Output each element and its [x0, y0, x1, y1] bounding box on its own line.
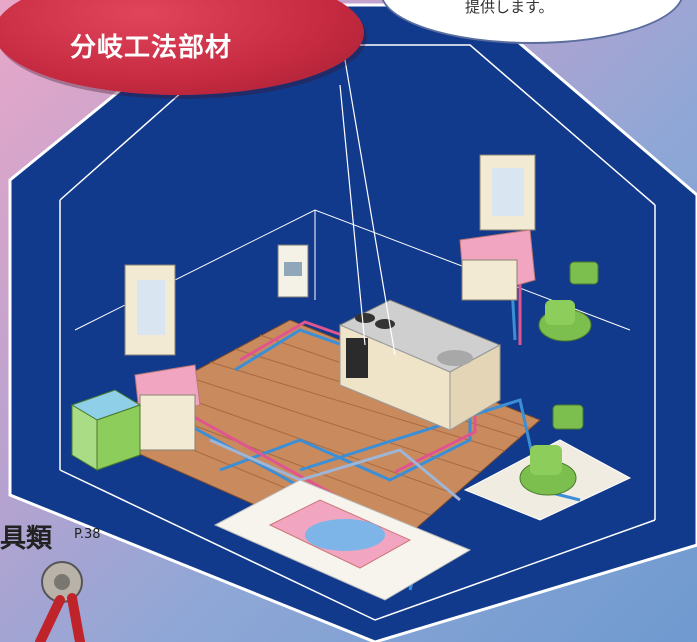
- water-heater-icon: [277, 244, 309, 298]
- tools-label: 具類: [0, 524, 53, 554]
- vanity-icon: [459, 154, 536, 301]
- callout-line: [339, 84, 366, 346]
- toilet-icon: [519, 404, 584, 496]
- callout-line: [344, 59, 396, 356]
- speech-bubble-text: 提供します。: [465, 0, 554, 16]
- bathtub-icon: [213, 479, 472, 601]
- washing-machine-icon: [70, 389, 142, 471]
- tools-page-ref: P.38: [74, 527, 101, 542]
- pipe-cutter-icon: [35, 561, 85, 642]
- kitchen-icon: [338, 299, 502, 431]
- toilet-icon: [538, 261, 599, 342]
- title-badge-label: 分岐工法部材: [70, 33, 233, 63]
- vanity-icon: [124, 264, 201, 451]
